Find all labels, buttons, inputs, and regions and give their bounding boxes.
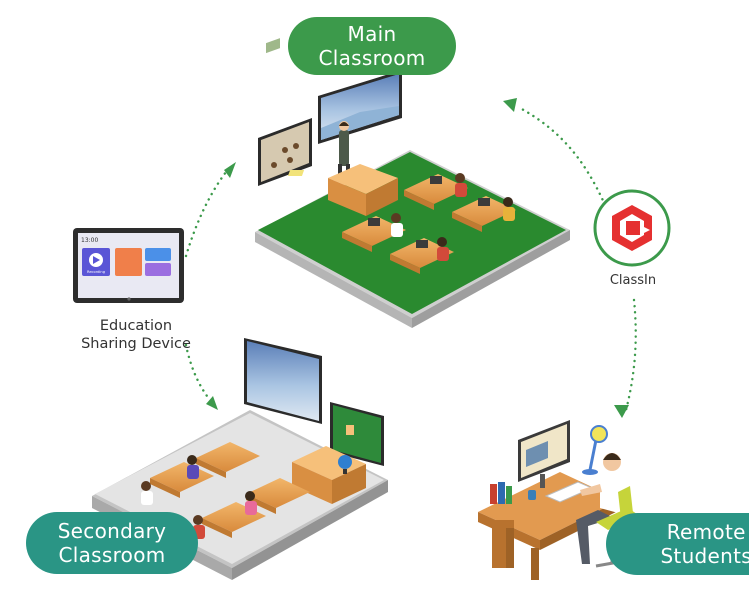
main-classroom-floor	[258, 152, 566, 314]
secondary-teacher-desk	[292, 446, 366, 504]
main-side-display	[258, 38, 312, 186]
education-sharing-device-label: Education Sharing Device	[81, 318, 191, 352]
secondary-student-desks	[141, 442, 310, 539]
secondary-interactive-board	[244, 338, 322, 424]
arrow-remote-to-main	[518, 106, 607, 207]
main-classroom-illustration	[255, 38, 570, 328]
arrowhead-main-right	[503, 98, 517, 112]
secondary-side-display	[330, 402, 384, 466]
remote-students-title: Remote Students	[606, 513, 749, 575]
classin-logo	[593, 189, 671, 267]
arrow-device-to-secondary	[184, 343, 212, 402]
main-teacher-desk	[287, 164, 398, 216]
secondary-classroom-title: Secondary Classroom	[26, 512, 198, 574]
arrowhead-secondary	[206, 396, 218, 410]
arrowhead-main-left	[224, 162, 236, 178]
globe-icon	[338, 455, 352, 469]
desk-lamp-icon	[582, 425, 608, 475]
device-screen-time: 13:00	[81, 237, 98, 244]
device-screen-app-label: Recording	[87, 270, 105, 274]
main-student-desks	[342, 173, 516, 274]
main-classroom-title: Main Classroom	[288, 17, 456, 75]
arrowhead-remote	[614, 405, 629, 418]
education-sharing-device: 13:00 Recording	[73, 228, 184, 303]
flow-arrows	[184, 106, 637, 412]
remote-monitor	[518, 420, 570, 488]
classin-label: ClassIn	[609, 273, 657, 288]
arrowheads	[206, 98, 629, 418]
arrow-classin-to-remote	[624, 298, 637, 412]
main-interactive-board	[318, 70, 402, 144]
arrow-device-to-main	[184, 170, 228, 258]
